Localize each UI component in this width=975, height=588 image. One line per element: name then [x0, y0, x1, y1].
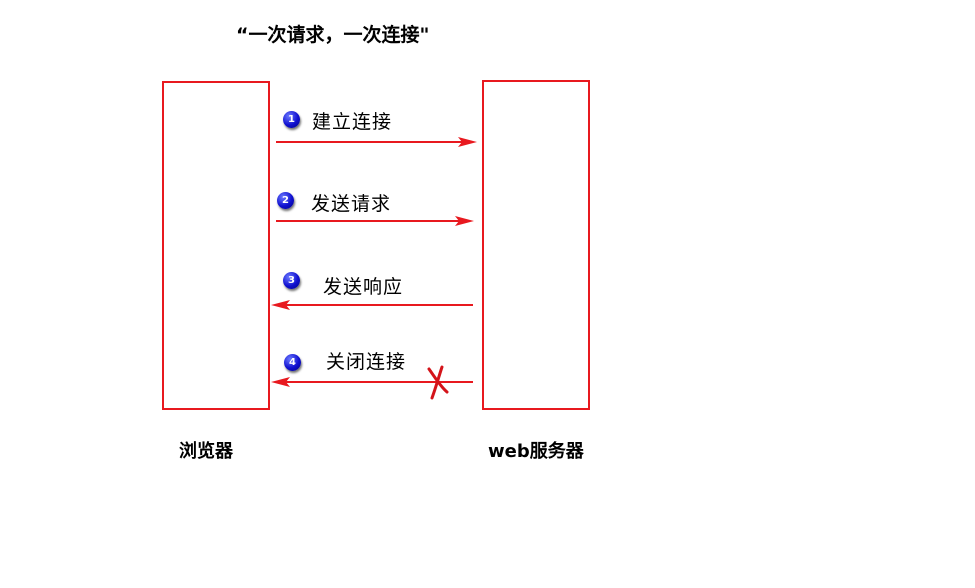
step-3-badge-icon: 3 [283, 272, 300, 289]
step-3-arrow [271, 300, 473, 310]
diagram-title: “一次请求，一次连接" [236, 24, 430, 46]
step-4-badge-icon: 4 [284, 354, 301, 371]
step-3-label: 发送响应 [323, 276, 404, 298]
step-2-label: 发送请求 [311, 193, 392, 215]
server-box [482, 80, 590, 410]
x-mark-icon [427, 365, 449, 400]
browser-box [162, 81, 270, 410]
step-1-badge-icon: 1 [283, 111, 300, 128]
browser-caption: 浏览器 [179, 441, 233, 462]
step-1-arrow [276, 137, 477, 147]
step-2-badge-icon: 2 [277, 192, 294, 209]
server-caption: web服务器 [488, 441, 584, 462]
step-2-arrow [276, 216, 474, 226]
step-4-arrow [271, 377, 473, 387]
step-4-label: 关闭连接 [326, 351, 407, 373]
step-1-label: 建立连接 [312, 111, 393, 133]
